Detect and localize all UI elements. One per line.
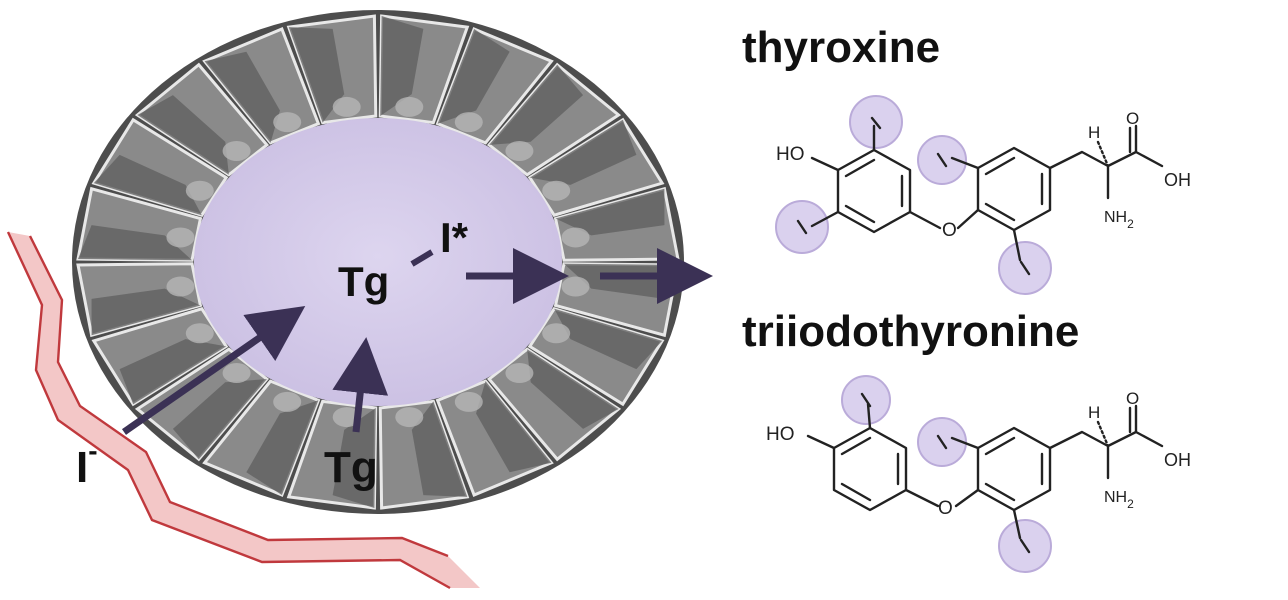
cell-apical-highlight <box>222 363 251 384</box>
tg-bottom-label: Tg <box>324 443 378 492</box>
cell-shade <box>411 401 468 497</box>
t3-o-carbonyl: O <box>1126 389 1139 408</box>
iodine-star-label: I* <box>440 214 469 261</box>
cell-apical-highlight <box>395 407 424 428</box>
cell-apical-highlight <box>505 363 534 384</box>
thyroxine-iodine-ticks <box>796 116 1031 276</box>
cell-shade <box>91 288 201 336</box>
cell-shade <box>437 28 510 124</box>
iodide-charge: - <box>88 435 97 466</box>
cell-shade <box>529 119 637 185</box>
thyroxine-stereo-hash <box>1096 140 1110 168</box>
cell-apical-highlight <box>395 96 424 117</box>
cell-apical-highlight <box>542 180 571 201</box>
cell-apical-highlight <box>454 391 483 412</box>
cell-apical-highlight <box>166 227 195 248</box>
t3-iodine-ticks <box>860 392 1031 554</box>
cell-shade <box>204 51 280 143</box>
arrows <box>122 248 713 435</box>
tg-secretion-arrow <box>332 337 389 433</box>
cell-shade <box>172 379 267 460</box>
t3-o-bridge: O <box>938 498 953 519</box>
cell-apical-highlight <box>561 227 590 248</box>
thyroxine-oh: OH <box>1164 170 1191 190</box>
t3-ring-a-inner <box>840 436 900 502</box>
thyroxine-ho: HO <box>776 144 805 165</box>
t3-ho: HO <box>766 424 795 445</box>
thyroxine-ring-b <box>976 146 1052 232</box>
cell-apical-highlight <box>185 323 214 344</box>
cell-apical-highlight <box>454 112 483 133</box>
thyroxine-title: thyroxine <box>742 23 940 72</box>
t3-nh2: NH2 <box>1104 489 1134 511</box>
cell-shade <box>476 381 552 473</box>
t3-ring-b <box>976 426 1052 512</box>
follicular-cells <box>76 14 680 510</box>
cell-shade <box>288 27 345 123</box>
cell-apical-highlight <box>185 180 214 201</box>
t3-stereo-hash <box>1096 420 1110 448</box>
triiodothyronine-title: triiodothyronine <box>742 307 1079 356</box>
cell-apical-highlight <box>332 96 361 117</box>
cell-shade <box>137 95 229 175</box>
iodide-label: I- <box>76 435 98 492</box>
t3-ring-b-inner <box>984 436 1044 502</box>
thyroxine-o-bridge: O <box>942 220 957 241</box>
tg-iodine-bond <box>410 249 434 267</box>
cell-shade <box>489 64 584 145</box>
cell-shade <box>555 188 665 236</box>
cell-shade <box>246 400 319 496</box>
cell-apical-highlight <box>273 391 302 412</box>
cell-apical-highlight <box>542 323 571 344</box>
cell-shade <box>380 16 424 117</box>
thyroxine-structure: HO O H O OH NH2 <box>775 95 1191 295</box>
t3-oh: OH <box>1164 450 1191 470</box>
thyroxine-ether-bonds <box>908 208 980 230</box>
cell-shade <box>93 154 202 216</box>
cell-shade <box>332 407 376 508</box>
cell-shade <box>527 349 619 429</box>
cell-apical-highlight <box>273 112 302 133</box>
t3-ring-a <box>832 426 908 512</box>
thyroxine-ring-a-inner <box>844 158 904 224</box>
cell-shade <box>554 308 663 370</box>
cell-apical-highlight <box>166 276 195 297</box>
thyroxine-ring-a <box>836 148 912 234</box>
iodide-symbol: I <box>76 443 88 492</box>
blood-vessel <box>6 231 480 590</box>
iodide-uptake-arrow <box>122 306 306 435</box>
t3-ether-bonds <box>904 488 980 508</box>
cell-shade <box>119 339 227 405</box>
cell-apical-highlight <box>561 276 590 297</box>
cell-apical-highlight <box>505 140 534 161</box>
thyroxine-nh2: NH2 <box>1104 209 1134 231</box>
cell-apical-highlight <box>222 140 251 161</box>
thyroxine-ring-b-inner <box>984 156 1044 222</box>
thyroxine-o-carbonyl: O <box>1126 109 1139 128</box>
cell-shade <box>78 225 193 261</box>
tg-center-label: Tg <box>338 258 389 305</box>
thyroxine-h: H <box>1088 123 1100 142</box>
triiodothyronine-structure: HO O H O OH NH2 <box>766 375 1191 573</box>
t3-h: H <box>1088 403 1100 422</box>
